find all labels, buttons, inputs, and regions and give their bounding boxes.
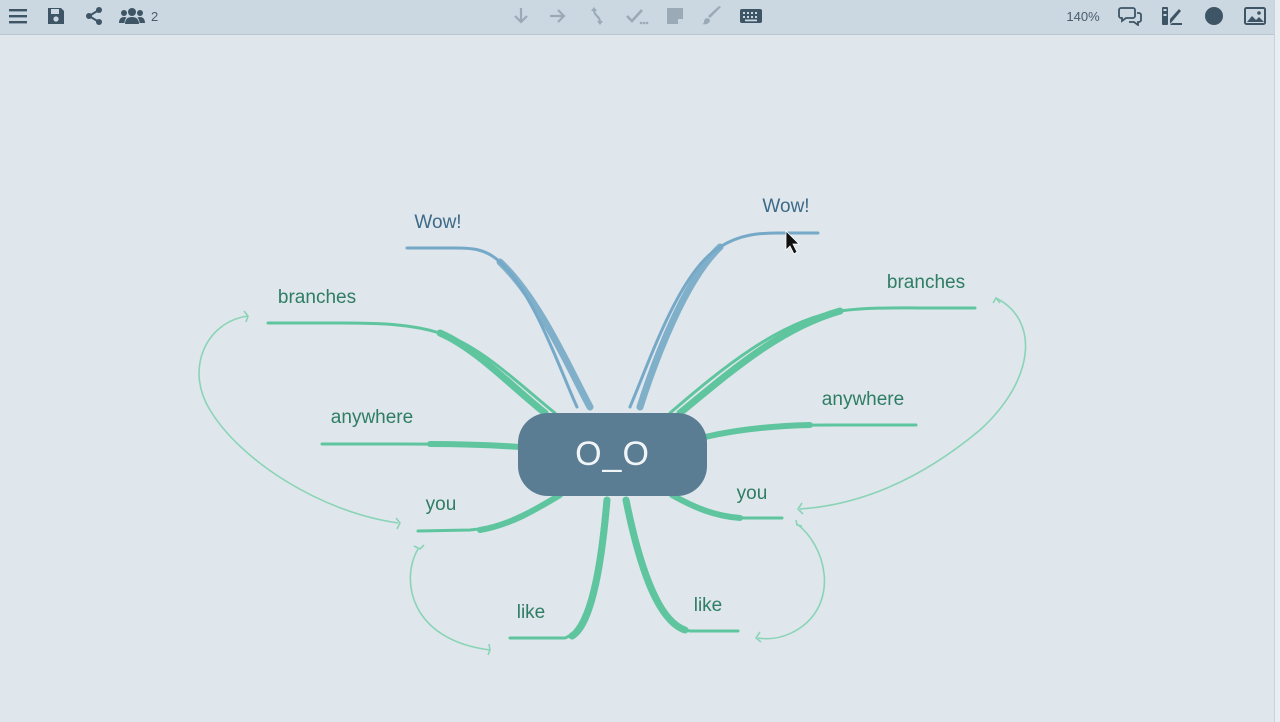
topic-wow-right[interactable]: Wow! [762,196,810,217]
collaborators-count: 2 [151,8,159,24]
collaborators-button[interactable]: 2 [119,3,167,29]
topic-you-left[interactable]: you [425,494,457,515]
task-icon[interactable] [624,3,650,29]
topic-you-right[interactable]: you [736,483,768,504]
relationship-line-right-outer [799,297,1027,510]
vertical-scrollbar[interactable] [1274,0,1280,722]
save-icon[interactable] [44,3,68,29]
toolbar: 2 140% [0,0,1275,35]
topic-like-right[interactable]: like [693,595,723,616]
share-icon[interactable] [82,3,106,29]
image-icon[interactable] [1242,3,1268,29]
add-child-icon[interactable] [510,3,532,29]
connect-icon[interactable] [587,3,607,29]
format-icon[interactable] [1159,3,1185,29]
mouse-cursor [785,230,800,255]
menu-icon[interactable] [6,3,30,29]
branch-line-branches-left [266,321,557,415]
comments-icon[interactable] [1117,3,1143,29]
topic-wow-left[interactable]: Wow! [414,212,462,233]
zoom-level[interactable]: 140% [1066,8,1100,24]
topic-like-left[interactable]: like [516,602,546,623]
users-icon [119,8,145,24]
theme-icon[interactable] [1201,3,1227,29]
keyboard-icon[interactable] [738,3,764,29]
topic-branches-left[interactable]: branches [277,287,357,308]
relationship-line-left-outer [198,315,399,524]
note-icon[interactable] [664,3,686,29]
mindmap-canvas[interactable]: O_O Wow! branches anywhere you like Wow!… [0,35,1275,722]
add-sibling-icon[interactable] [547,3,569,29]
topic-anywhere-right[interactable]: anywhere [821,389,905,410]
mindmap-connections [198,230,1027,656]
topic-branches-right[interactable]: branches [886,272,966,293]
central-topic-label: O_O [575,435,650,473]
relationship-line-left-inner [409,548,491,651]
topic-anywhere-left[interactable]: anywhere [330,407,414,428]
brush-icon[interactable] [701,3,723,29]
central-topic[interactable]: O_O [518,413,707,496]
relationship-line-right-inner [757,523,826,640]
